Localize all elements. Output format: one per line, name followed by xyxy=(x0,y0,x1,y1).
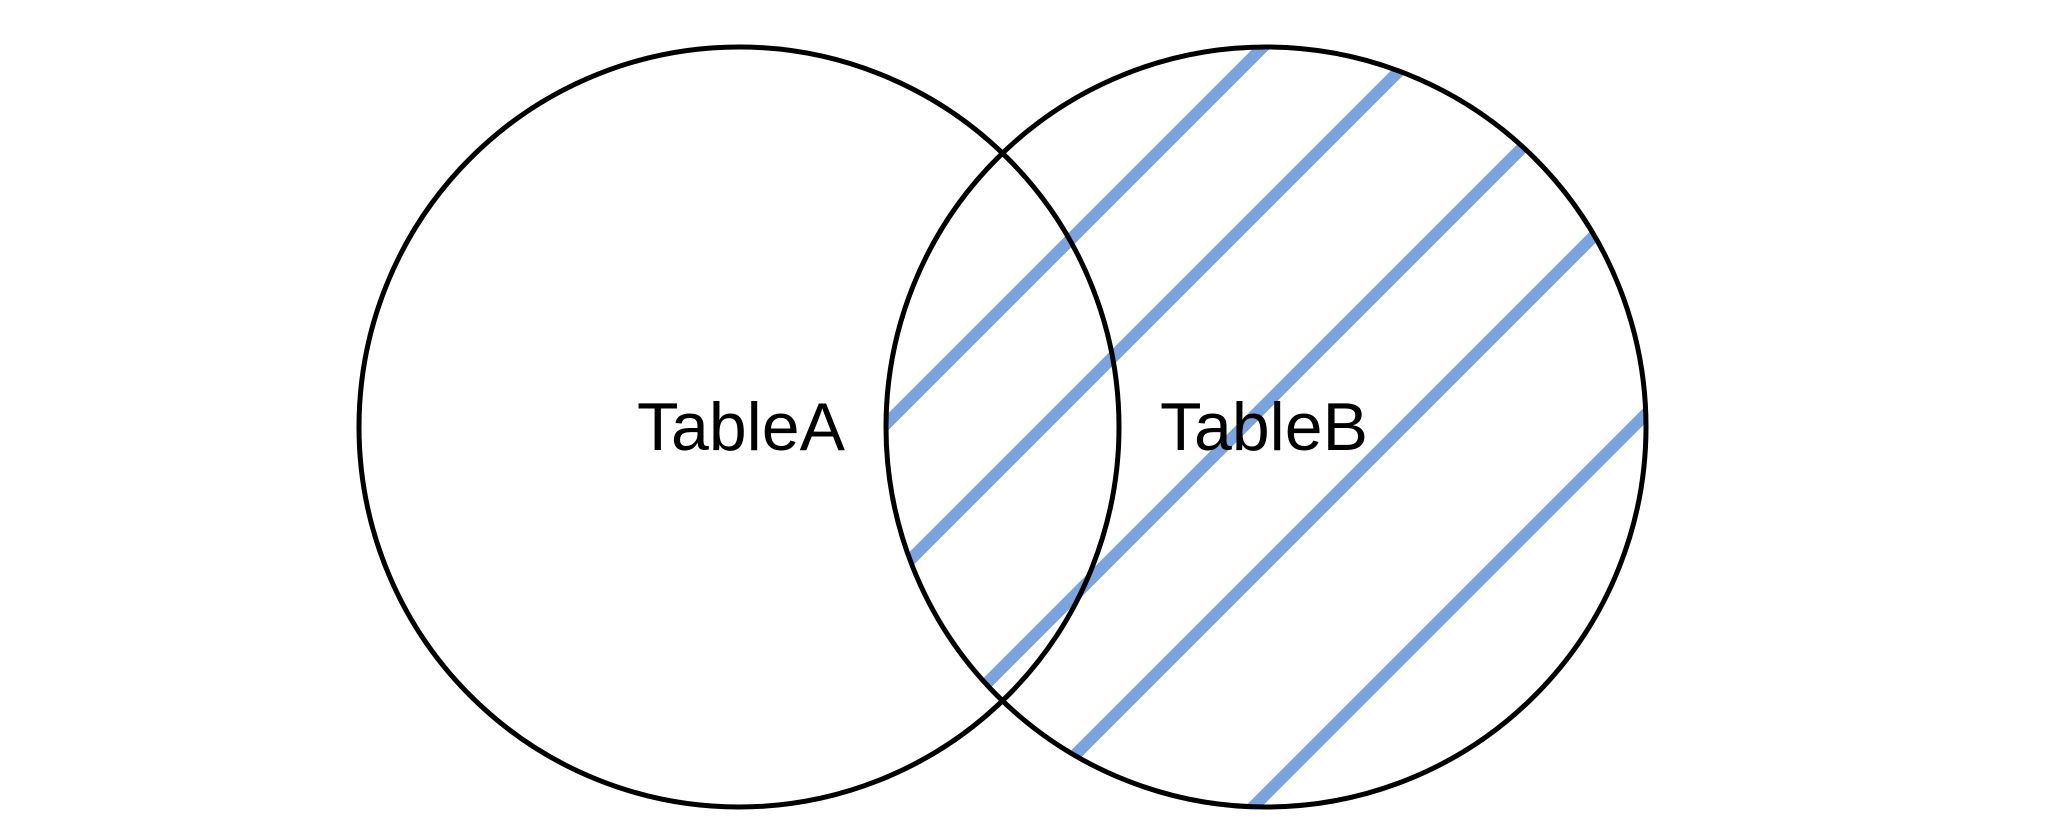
hatch-line xyxy=(886,47,1305,455)
hatch-line xyxy=(886,47,1465,615)
table-a-label: TableA xyxy=(637,389,846,465)
table-b-circle xyxy=(883,44,1649,810)
hatch-line xyxy=(1215,375,1646,807)
hatch-line xyxy=(995,165,1646,807)
table-b-label: TableB xyxy=(1160,389,1368,465)
hatch-line xyxy=(1395,555,1646,807)
table-a-circle xyxy=(356,44,1122,810)
